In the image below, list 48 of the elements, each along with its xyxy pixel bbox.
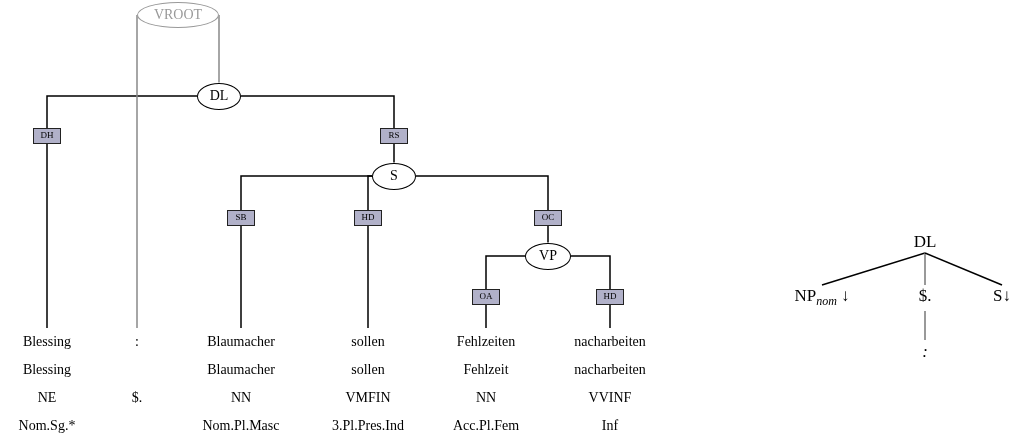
constituent-ellipse: VROOT xyxy=(137,2,219,28)
tree-branch-line xyxy=(136,14,138,329)
token-annotation: NN xyxy=(474,389,498,407)
token-annotation: Fehlzeit xyxy=(462,361,510,379)
tree-node-label: : xyxy=(915,341,935,363)
token-annotation: Blaumacher xyxy=(206,333,276,351)
edge-label: HD xyxy=(596,289,624,305)
token-annotation: 3.Pl.Pres.Ind xyxy=(331,417,405,435)
tree-branch-line xyxy=(46,95,198,329)
tree-branch-line xyxy=(924,252,1003,286)
tree-branch-line xyxy=(924,252,926,286)
token-annotation: Inf xyxy=(600,417,620,435)
tree-branch-line xyxy=(240,95,395,164)
token-annotation: Nom.Pl.Masc xyxy=(201,417,281,435)
tree-node-label: $. xyxy=(910,285,940,307)
tree-branch-line xyxy=(218,14,220,84)
token-annotation: Blessing xyxy=(21,361,73,379)
token-annotation: Acc.Pl.Fem xyxy=(451,417,521,435)
token-annotation: Fehlzeiten xyxy=(455,333,517,351)
constituent-ellipse: DL xyxy=(197,82,241,110)
edge-label: DH xyxy=(33,128,61,144)
token-annotation: nacharbeiten xyxy=(573,333,647,351)
edge-label: OA xyxy=(472,289,500,305)
token-annotation: : xyxy=(134,333,140,351)
token-annotation: VVINF xyxy=(587,389,633,407)
token-annotation: NE xyxy=(36,389,58,407)
token-annotation: nacharbeiten xyxy=(573,361,647,379)
edge-label: HD xyxy=(354,210,382,226)
tree-node-label: DL xyxy=(905,231,945,253)
tree-branch-line xyxy=(821,252,926,286)
tree-node-label: NP$_{nom}$ ↓ xyxy=(779,285,865,307)
token-annotation: sollen xyxy=(350,361,386,379)
token-annotation: Nom.Sg.* xyxy=(17,417,77,435)
edge-label: RS xyxy=(380,128,408,144)
constituent-ellipse: S xyxy=(372,162,416,190)
tree-node-label: S↓ xyxy=(985,285,1019,307)
constituent-ellipse: VP xyxy=(525,242,571,270)
token-annotation: Blaumacher xyxy=(206,361,276,379)
tree-branch-line xyxy=(924,310,926,341)
edge-label: SB xyxy=(227,210,255,226)
tree-branch-line xyxy=(367,175,373,329)
token-annotation: sollen xyxy=(350,333,386,351)
edge-label: OC xyxy=(534,210,562,226)
token-annotation: Blessing xyxy=(21,333,73,351)
token-annotation: VMFIN xyxy=(344,389,392,407)
token-annotation: $. xyxy=(130,389,144,407)
tree-branch-line xyxy=(415,175,549,244)
token-annotation: NN xyxy=(229,389,253,407)
